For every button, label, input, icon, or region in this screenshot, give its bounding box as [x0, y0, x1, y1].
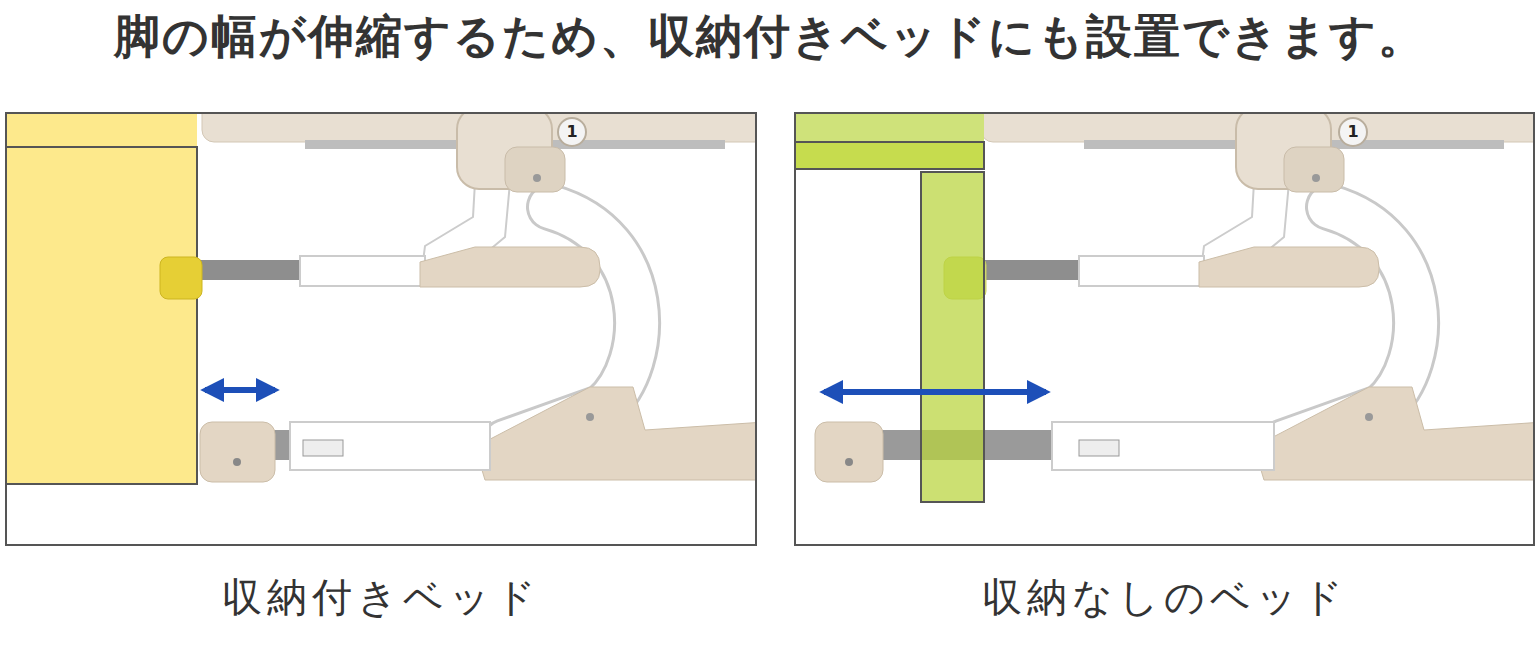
- panel-caption: 収納なしのベッド: [796, 572, 1533, 622]
- bed-panel: 収納なしのベッド1: [794, 112, 1535, 546]
- bed-panel: 収納付きベッド1: [5, 112, 757, 546]
- callout-number-text: 1: [566, 124, 577, 140]
- callout-number-text: 1: [1347, 124, 1358, 140]
- panel-caption: 収納付きベッド: [7, 572, 755, 622]
- page-title: 脚の幅が伸縮するため、収納付きベッドにも設置できます。: [0, 6, 1539, 66]
- callout-number: 1: [1338, 117, 1368, 147]
- callout-number: 1: [557, 117, 587, 147]
